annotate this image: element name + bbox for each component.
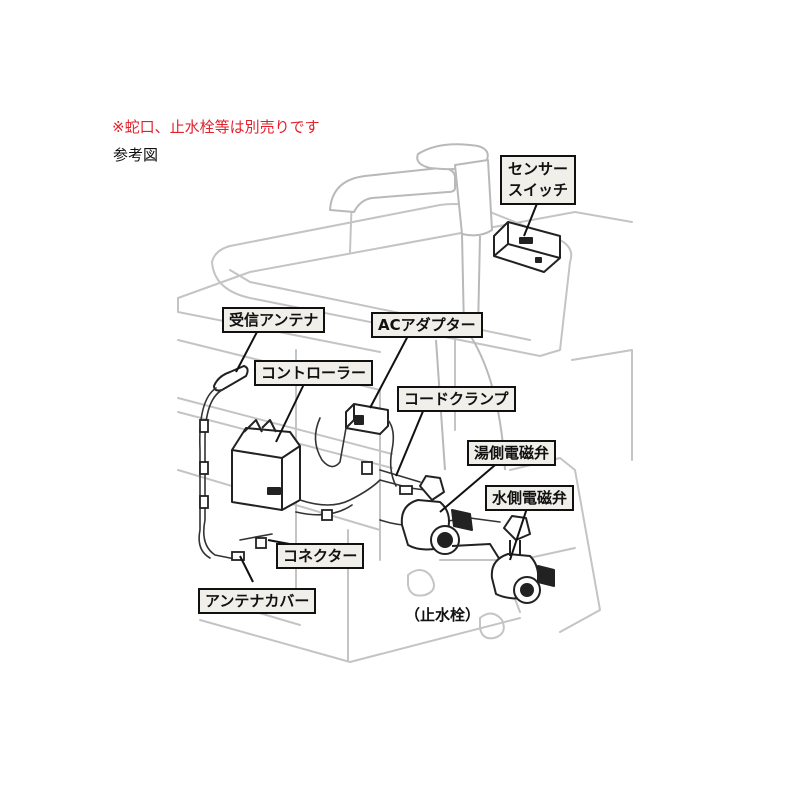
sensor-switch-label-line1: センサー <box>508 160 569 178</box>
controller-label: コントローラー <box>254 360 374 386</box>
hot-solenoid-valve <box>400 475 501 561</box>
ac-adapter-label: ACアダプター <box>371 312 483 338</box>
hot-valve-label: 湯側電磁弁 <box>467 440 557 466</box>
leader-lines <box>235 200 539 583</box>
controller-box <box>231 419 301 511</box>
separate-sale-note: ※蛇口、止水栓等は別売りです <box>112 118 320 136</box>
antenna-cover-label: アンテナカバー <box>198 588 317 614</box>
faucet <box>329 143 506 471</box>
receiver-antenna-label: 受信アンテナ <box>222 307 326 333</box>
sensor-switch-label: センサー スイッチ <box>500 155 577 205</box>
ac-adapter-device <box>345 403 389 435</box>
stop-valve-label: （止水栓） <box>405 606 481 624</box>
sensor-switch-label-line2: スイッチ <box>508 181 569 199</box>
sensor-switch-device <box>493 221 561 273</box>
receiver-antenna-device <box>212 364 249 392</box>
cable-clips <box>199 419 413 561</box>
cold-solenoid-valve <box>490 515 555 604</box>
connector-label: コネクター <box>276 543 365 569</box>
cold-valve-label: 水側電磁弁 <box>485 485 575 511</box>
reference-figure-label: 参考図 <box>113 146 159 164</box>
cord-clamp-label: コードクランプ <box>397 386 516 412</box>
